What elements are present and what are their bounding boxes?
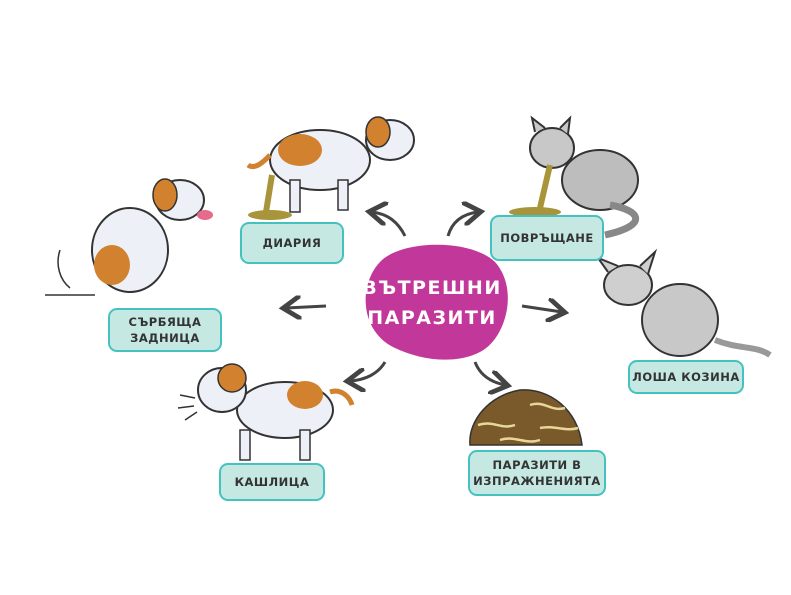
cat-bad-coat-illustration [595, 248, 772, 358]
dog-itchy-illustration [45, 178, 213, 296]
center-title-line2: ПАРАЗИТИ [367, 307, 497, 329]
label-vomiting: ПОВРЪЩАНЕ [490, 215, 604, 261]
center-blob [365, 244, 508, 360]
label-text: ПАРАЗИТИ В [492, 458, 582, 472]
arrow-diarrhea [372, 212, 407, 237]
label-worms-in-stool: ПАРАЗИТИ В ИЗПРАЖНЕНИЯТА [468, 450, 606, 496]
center-title: ВЪТРЕШНИ ПАРАЗИТИ [362, 248, 502, 358]
label-diarrhea: ДИАРИЯ [240, 222, 344, 264]
label-text: ПОВРЪЩАНЕ [500, 231, 594, 245]
dog-cough-illustration [177, 363, 355, 461]
arrow-coat [521, 306, 562, 312]
label-text: ДИАРИЯ [262, 236, 322, 250]
label-text: КАШЛИЦА [234, 475, 310, 489]
label-text: СЪРБЯЩА [128, 315, 202, 329]
dog-diarrhea-illustration [246, 116, 415, 220]
label-bad-coat: ЛОША КОЗИНА [628, 360, 744, 394]
arrow-itchy [286, 306, 327, 308]
center-title-line1: ВЪТРЕШНИ [362, 277, 502, 299]
stool-worms-illustration [469, 389, 583, 446]
label-cough: КАШЛИЦА [219, 463, 325, 501]
label-text: ИЗПРАЖНЕНИЯТА [473, 474, 601, 488]
arrow-cough [350, 361, 387, 381]
cat-vomiting-illustration [509, 115, 640, 239]
label-itchy-bottom: СЪРБЯЩА ЗАДНИЦА [108, 308, 222, 352]
label-text: ЗАДНИЦА [130, 331, 200, 345]
arrow-stool [473, 361, 505, 385]
label-text: ЛОША КОЗИНА [632, 370, 740, 384]
arrow-vomiting [446, 212, 478, 237]
